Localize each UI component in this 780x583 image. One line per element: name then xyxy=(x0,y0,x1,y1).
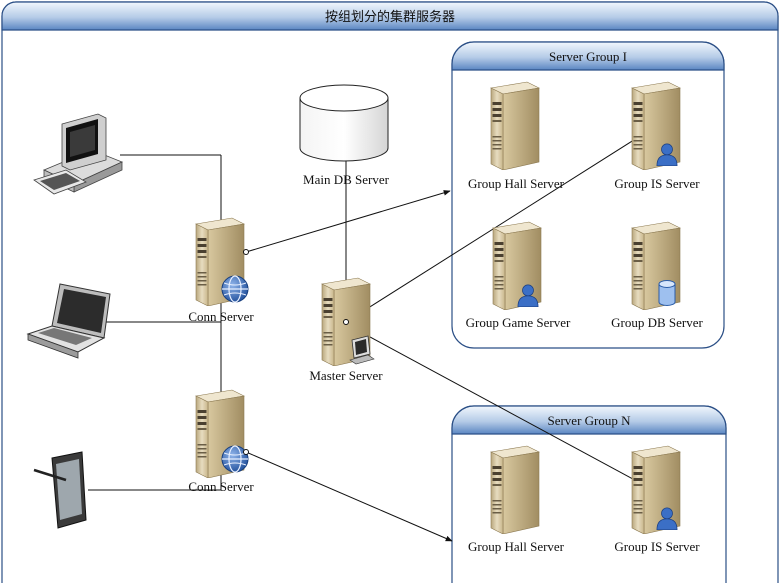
group1-db-server: Group DB Server xyxy=(611,221,704,330)
globe-icon xyxy=(221,275,249,303)
group-title: Server Group I xyxy=(549,49,627,64)
server-icon xyxy=(490,445,540,534)
arrow-conn-to-groupn xyxy=(245,451,453,542)
laptop-client xyxy=(26,283,111,359)
group1-game-server: Group Game Server xyxy=(466,221,571,330)
arrow-conn-to-hall xyxy=(245,190,451,253)
arrow-master-to-isn xyxy=(345,323,658,493)
server-icon xyxy=(490,81,540,170)
node-label: Group IS Server xyxy=(614,176,700,191)
desktop-client xyxy=(33,113,124,195)
desktop-computer-icon xyxy=(33,113,124,195)
node-label: Master Server xyxy=(309,368,383,383)
node-label: Conn Server xyxy=(188,309,254,324)
node-label: Group Hall Server xyxy=(468,176,565,191)
diagram-title: 按组划分的集群服务器 xyxy=(325,9,455,25)
group1-is-server: Group IS Server xyxy=(614,81,700,191)
conn-server-1: Conn Server xyxy=(188,217,254,324)
monitor-badge-icon xyxy=(349,335,375,365)
laptop-icon xyxy=(26,283,111,359)
main-db-server: Main DB Server xyxy=(299,84,390,187)
groupn-is-server: Group IS Server xyxy=(614,445,700,554)
node-label: Group IS Server xyxy=(614,539,700,554)
node-label: Group Hall Server xyxy=(468,539,565,554)
group1-hall-server: Group Hall Server xyxy=(468,81,565,191)
node-label: Group DB Server xyxy=(611,315,703,330)
node-label: Conn Server xyxy=(188,479,254,494)
groupn-hall-server: Group Hall Server xyxy=(468,445,565,554)
db-cylinder-icon xyxy=(299,84,389,112)
arrow-master-to-is1 xyxy=(345,125,657,323)
server-icon xyxy=(492,221,542,310)
master-server: Master Server xyxy=(309,277,383,383)
tablet-icon xyxy=(33,451,87,529)
node-label: Main DB Server xyxy=(303,172,390,187)
node-label: Group Game Server xyxy=(466,315,571,330)
conn-server-2: Conn Server xyxy=(188,389,254,494)
database-icon xyxy=(658,280,676,306)
group-title: Server Group N xyxy=(547,413,631,428)
tablet-client xyxy=(33,451,87,529)
